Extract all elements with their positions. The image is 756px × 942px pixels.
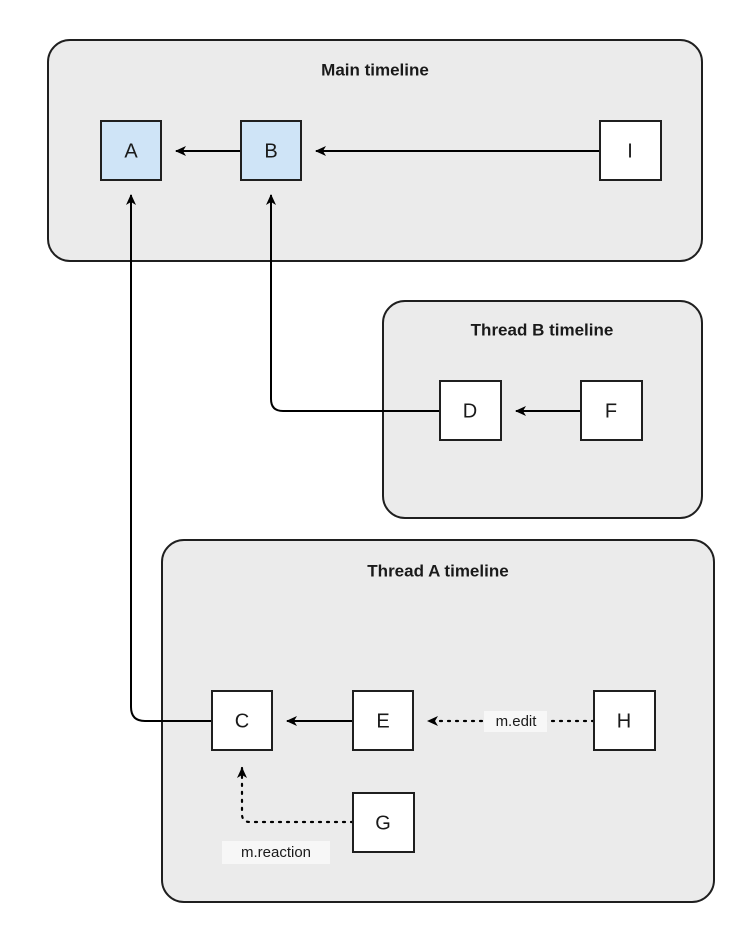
node-h[interactable]: H <box>593 690 656 751</box>
group-box-thread-b <box>382 300 703 519</box>
node-c[interactable]: C <box>211 690 273 751</box>
node-box-f[interactable] <box>580 380 643 441</box>
node-label-d: D <box>463 400 477 422</box>
node-f[interactable]: F <box>580 380 643 441</box>
node-box-g[interactable] <box>352 792 415 853</box>
node-label-i: I <box>627 140 633 162</box>
node-label-c: C <box>235 710 249 732</box>
node-b[interactable]: B <box>240 120 302 181</box>
edge-c-to-a <box>126 194 212 722</box>
node-label-h: H <box>617 710 631 732</box>
node-box-e[interactable] <box>352 690 414 751</box>
node-i[interactable]: I <box>599 120 662 181</box>
edge-label-m-reaction: m.reaction <box>222 841 330 864</box>
node-e[interactable]: E <box>352 690 414 751</box>
edge-label-bg-m-reaction <box>222 841 330 864</box>
edge-d-to-b <box>266 194 440 412</box>
group-title-thread-a: Thread A timeline <box>367 561 508 580</box>
node-box-a[interactable] <box>100 120 162 181</box>
edge-label-text-m-edit: m.edit <box>496 713 538 730</box>
node-label-b: B <box>264 140 277 162</box>
node-box-b[interactable] <box>240 120 302 181</box>
node-label-f: F <box>605 400 617 422</box>
group-thread-b-timeline: Thread B timeline <box>382 300 703 519</box>
node-box-d[interactable] <box>439 380 502 441</box>
edge-label-m-edit: m.edit <box>484 711 547 732</box>
node-g[interactable]: G <box>352 792 415 853</box>
edge-label-bg-m-edit <box>484 711 547 732</box>
group-thread-a-timeline: Thread A timeline <box>161 539 715 903</box>
group-title-main: Main timeline <box>321 60 429 79</box>
node-d[interactable]: D <box>439 380 502 441</box>
edge-label-text-m-reaction: m.reaction <box>241 844 311 861</box>
node-box-h[interactable] <box>593 690 656 751</box>
node-a[interactable]: A <box>100 120 162 181</box>
node-box-i[interactable] <box>599 120 662 181</box>
node-label-a: A <box>124 140 138 162</box>
node-label-e: E <box>376 710 389 732</box>
group-title-thread-b: Thread B timeline <box>471 320 614 339</box>
node-box-c[interactable] <box>211 690 273 751</box>
node-label-g: G <box>375 812 391 834</box>
